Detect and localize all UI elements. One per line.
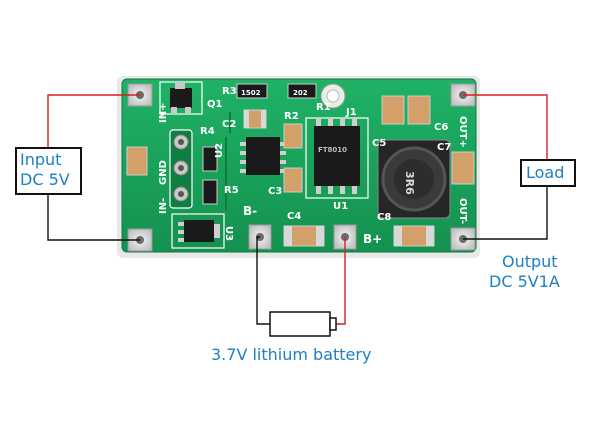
battery-symbol <box>269 311 337 337</box>
silk-u3: U3 <box>223 226 234 241</box>
silk-c5: C5 <box>372 138 386 149</box>
silk-b-plus: B+ <box>363 232 382 246</box>
wires <box>47 94 548 325</box>
silk-in-plus: IN+ <box>158 103 169 123</box>
battery-red-wire <box>336 237 346 325</box>
pcb-components <box>126 81 475 249</box>
output-black-wire <box>463 185 548 240</box>
silk-u1: U1 <box>333 201 348 212</box>
load-box <box>520 159 576 187</box>
input-label-line1: Input <box>20 150 62 169</box>
silk-out-plus: OUT+ <box>457 116 468 148</box>
silk-r5: R5 <box>224 185 239 196</box>
battery-label: 3.7V lithium battery <box>211 345 372 364</box>
silk-in-minus: IN- <box>158 198 169 214</box>
silk-r3: R3 <box>222 86 237 97</box>
silk-c4: C4 <box>287 211 301 222</box>
silk-r2: R2 <box>284 111 299 122</box>
silk-j1: J1 <box>345 107 357 118</box>
silk-r3-marking: 1502 <box>241 89 261 97</box>
input-label-box <box>15 147 82 195</box>
silk-out-minus: OUT- <box>457 198 468 224</box>
silk-c2: C2 <box>222 119 236 130</box>
silk-r4: R4 <box>200 126 215 137</box>
battery-black-wire <box>256 236 270 325</box>
silk-r1-marking: 202 <box>293 89 308 97</box>
silk-c6: C6 <box>434 122 448 133</box>
output-label-line2: DC 5V1A <box>489 272 560 291</box>
silk-gnd: GND <box>158 160 169 185</box>
ic-marking: FT8010 <box>318 146 347 154</box>
silk-c7: C7 <box>437 142 451 153</box>
silk-r1: R1 <box>316 102 331 113</box>
input-label-line2: DC 5V <box>20 170 70 189</box>
silk-b-minus: B- <box>243 204 257 218</box>
input-red-wire <box>47 94 140 148</box>
inductor-marking: 3R6 <box>403 171 416 195</box>
output-label-line1: Output <box>502 252 558 271</box>
input-black-wire <box>47 194 140 241</box>
silk-q1: Q1 <box>207 99 223 110</box>
silkscreen-labels: Q1 R3 1502 202 R1 J1 R4 C2 R2 C5 C6 OUT+… <box>158 86 468 246</box>
output-red-wire <box>463 94 548 160</box>
silk-c3: C3 <box>268 186 282 197</box>
load-label: Load <box>526 163 565 182</box>
silk-u2: U2 <box>214 143 225 158</box>
silk-c8: C8 <box>377 212 391 223</box>
